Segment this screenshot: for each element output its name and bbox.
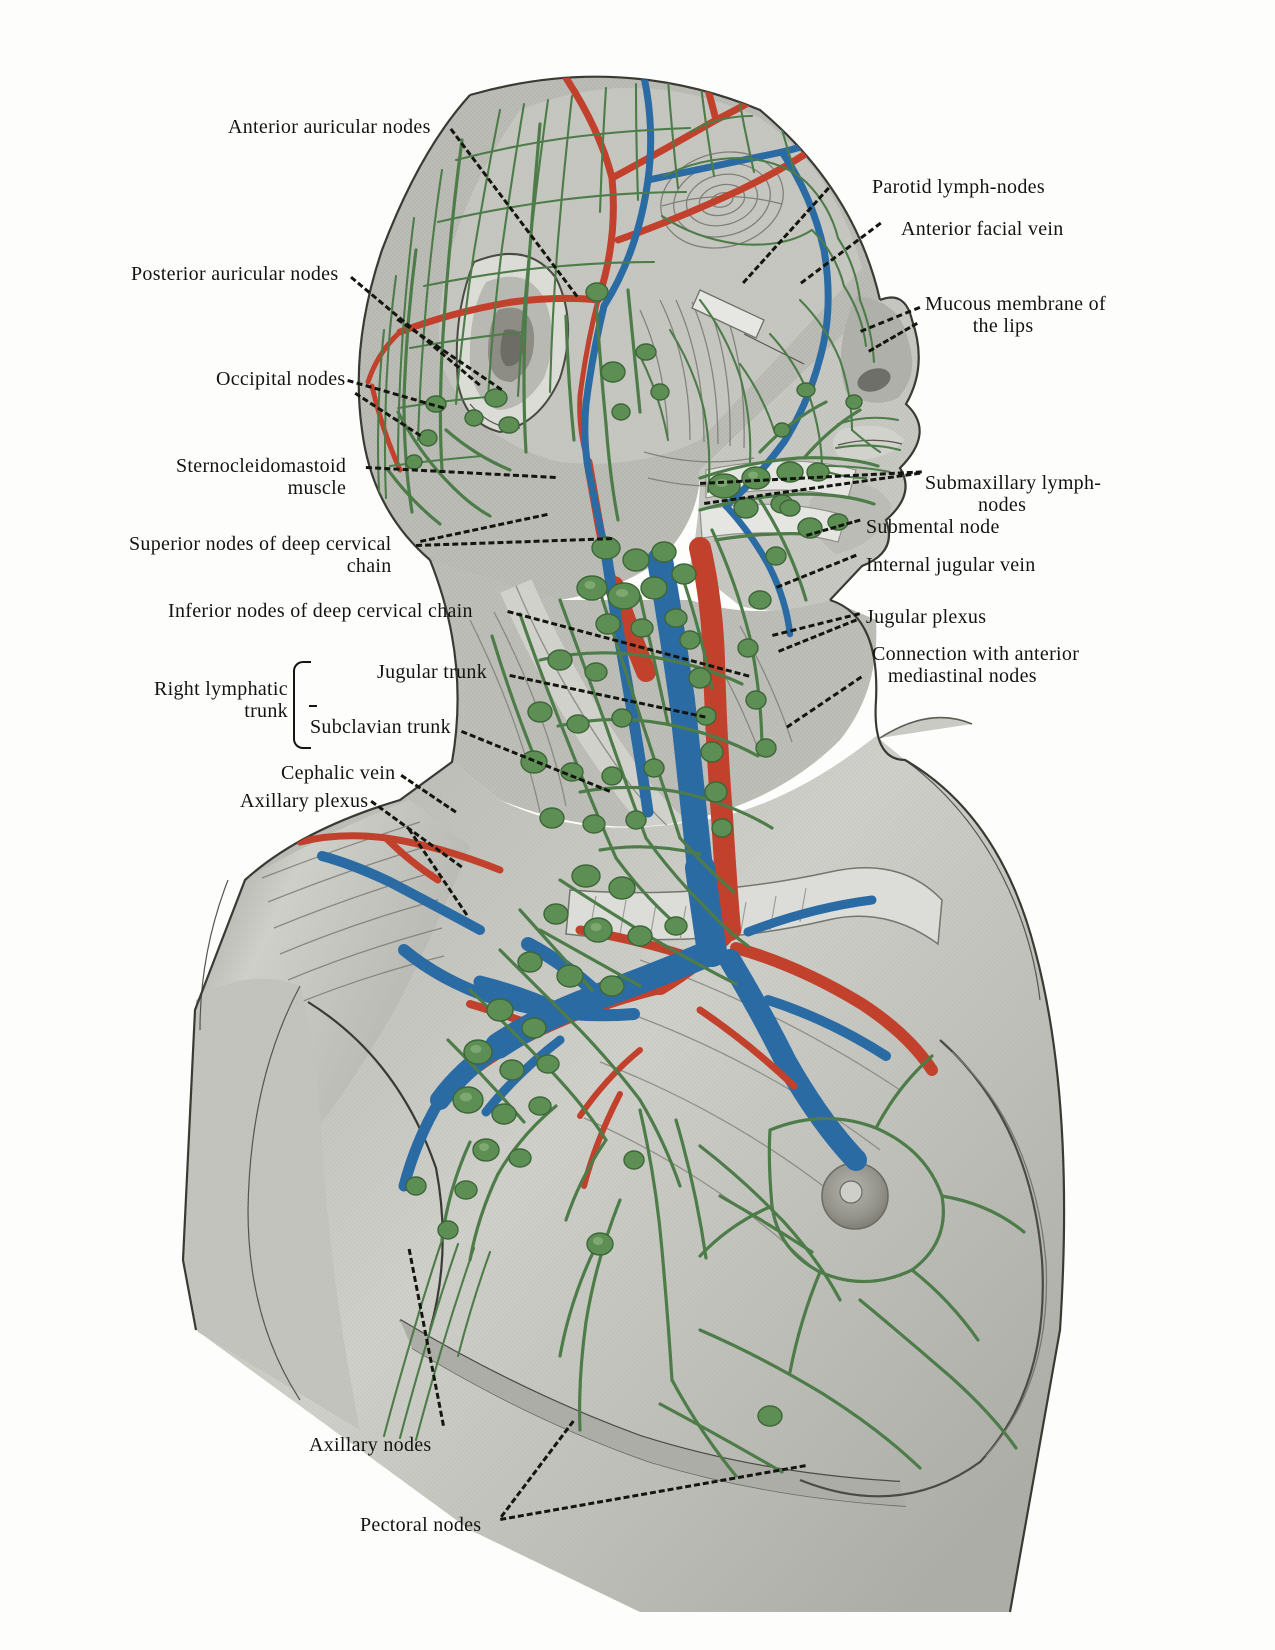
- lymphatic-network: [376, 76, 1026, 1478]
- label-submental-node: Submental node: [866, 516, 1000, 538]
- label-submaxillary-lymph-nodes: Submaxillary lymph- nodes: [925, 472, 1102, 517]
- label-pectoral-nodes: Pectoral nodes: [360, 1514, 482, 1536]
- label-sternocleidomastoid-muscle: Sternocleidomastoid muscle: [176, 455, 347, 500]
- label-anterior-auricular-nodes: Anterior auricular nodes: [228, 116, 431, 138]
- lymph-nodes: [405, 282, 863, 1427]
- label-posterior-auricular-nodes: Posterior auricular nodes: [131, 263, 339, 285]
- right-lymphatic-trunk-brace: [293, 661, 317, 749]
- label-jugular-plexus: Jugular plexus: [866, 606, 987, 628]
- label-internal-jugular-vein: Internal jugular vein: [866, 554, 1036, 576]
- label-cephalic-vein: Cephalic vein: [281, 762, 396, 784]
- label-axillary-plexus: Axillary plexus: [240, 790, 369, 812]
- label-mucous-membrane-of-the-lips: Mucous membrane of the lips: [925, 293, 1106, 338]
- label-connection-anterior-mediastinal-nodes: Connection with anterior mediastinal nod…: [872, 643, 1080, 688]
- label-right-lymphatic-trunk: Right lymphatic trunk: [154, 678, 288, 723]
- label-subclavian-trunk: Subclavian trunk: [310, 716, 451, 738]
- label-occipital-nodes: Occipital nodes: [216, 368, 346, 390]
- label-jugular-trunk: Jugular trunk: [377, 661, 487, 683]
- label-parotid-lymph-nodes: Parotid lymph-nodes: [872, 176, 1045, 198]
- label-inferior-nodes-deep-cervical-chain: Inferior nodes of deep cervical chain: [168, 600, 473, 622]
- label-anterior-facial-vein: Anterior facial vein: [901, 218, 1064, 240]
- areola: [821, 1162, 889, 1230]
- label-axillary-nodes: Axillary nodes: [309, 1434, 432, 1456]
- body-outline: [181, 75, 1066, 1613]
- label-superior-nodes-deep-cervical-chain: Superior nodes of deep cervical chain: [129, 533, 392, 578]
